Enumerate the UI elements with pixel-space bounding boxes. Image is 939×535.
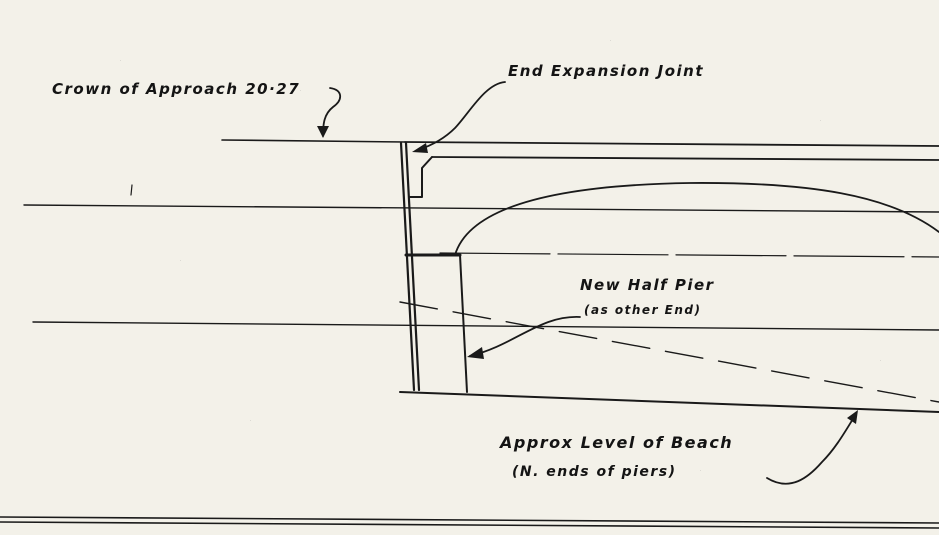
crown-label: Crown of Approach 20·27	[52, 80, 300, 98]
border-line-bottom	[0, 521, 939, 529]
paper-texture	[120, 40, 881, 471]
half-pier-column	[459, 254, 468, 393]
end-joint-label: End Expansion Joint	[508, 62, 704, 80]
expansion-joint-bracket	[409, 156, 433, 198]
crown-arrowhead	[317, 126, 329, 138]
deck-under-line	[431, 156, 939, 161]
abutment-wall-inner	[404, 141, 421, 392]
beach-label-line2: (N. ends of piers)	[512, 464, 677, 480]
horizontal-line-lower	[32, 321, 939, 331]
intermediate-line	[439, 252, 939, 258]
dashed-level-line	[399, 301, 939, 403]
abutment-wall-outer	[399, 141, 416, 392]
arch-curve	[454, 182, 939, 256]
half-pier-leader-arrow	[469, 316, 581, 357]
beach-leader-arrow	[766, 413, 857, 485]
border-line-top	[0, 516, 939, 524]
half-pier-label-line2: (as other End)	[584, 303, 701, 317]
horizontal-line-upper	[23, 204, 939, 213]
half-pier-arrowhead	[467, 347, 484, 359]
beach-label-line1: Approx Level of Beach	[498, 433, 733, 452]
crown-line	[221, 139, 406, 143]
beach-level-line	[399, 391, 939, 413]
deck-top-line	[404, 141, 939, 147]
joint-leader-arrow	[417, 81, 506, 151]
tick-mark	[130, 184, 133, 196]
joint-arrowhead	[412, 143, 428, 153]
half-pier-label-line1: New Half Pier	[580, 276, 715, 294]
beach-arrowhead	[847, 410, 858, 424]
